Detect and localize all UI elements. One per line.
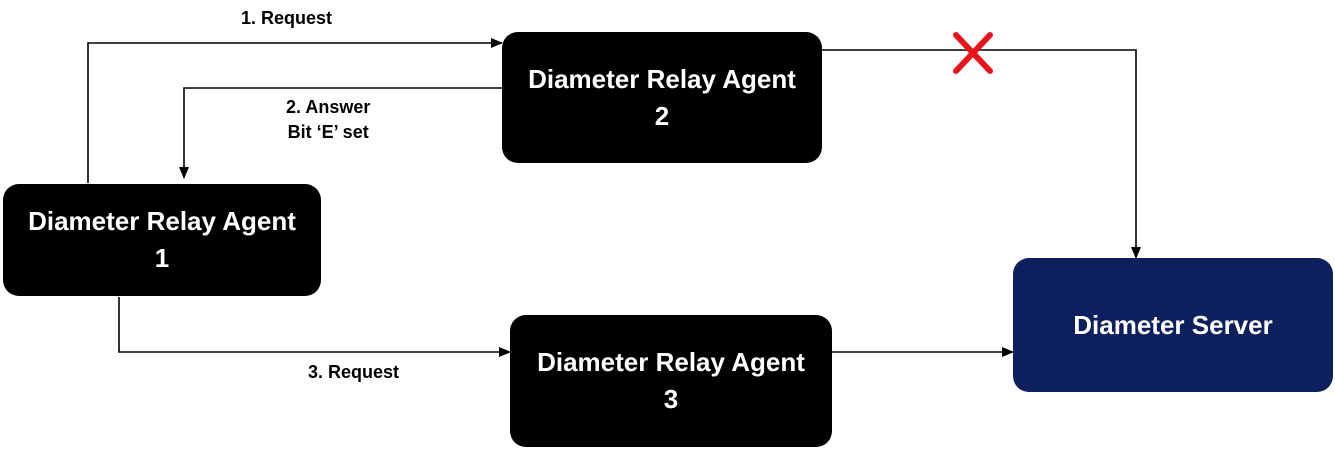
- node-relay-agent-2: Diameter Relay Agent 2: [502, 32, 822, 163]
- node-relay-agent-2-title: Diameter Relay Agent: [528, 63, 796, 94]
- label-answer-2: 2. Answer Bit ‘E’ set: [286, 95, 370, 145]
- node-relay-agent-2-number: 2: [654, 100, 670, 131]
- node-relay-agent-1-number: 1: [154, 243, 170, 273]
- label-answer-2-line2: Bit ‘E’ set: [287, 122, 369, 142]
- node-relay-agent-3: Diameter Relay Agent 3: [510, 315, 832, 447]
- node-relay-agent-3-title: Diameter Relay Agent: [537, 347, 805, 377]
- node-relay-agent-1-title: Diameter Relay Agent: [28, 206, 296, 236]
- edge-answer-2: [179, 87, 502, 179]
- node-relay-agent-1: Diameter Relay Agent 1: [3, 184, 321, 296]
- label-answer-2-line1: 2. Answer: [286, 97, 371, 117]
- edge-request-3: [118, 297, 511, 357]
- edge-request-1: [87, 38, 503, 183]
- label-request-3: 3. Request: [308, 362, 400, 382]
- node-diameter-server-title: Diameter Server: [1073, 309, 1273, 340]
- node-diameter-server: Diameter Server: [1013, 258, 1333, 392]
- cross-mark-icon: [953, 32, 993, 74]
- node-relay-agent-3-number: 3: [663, 384, 679, 414]
- label-request-1: 1. Request: [241, 8, 333, 28]
- edge-failed-request: [822, 49, 1141, 259]
